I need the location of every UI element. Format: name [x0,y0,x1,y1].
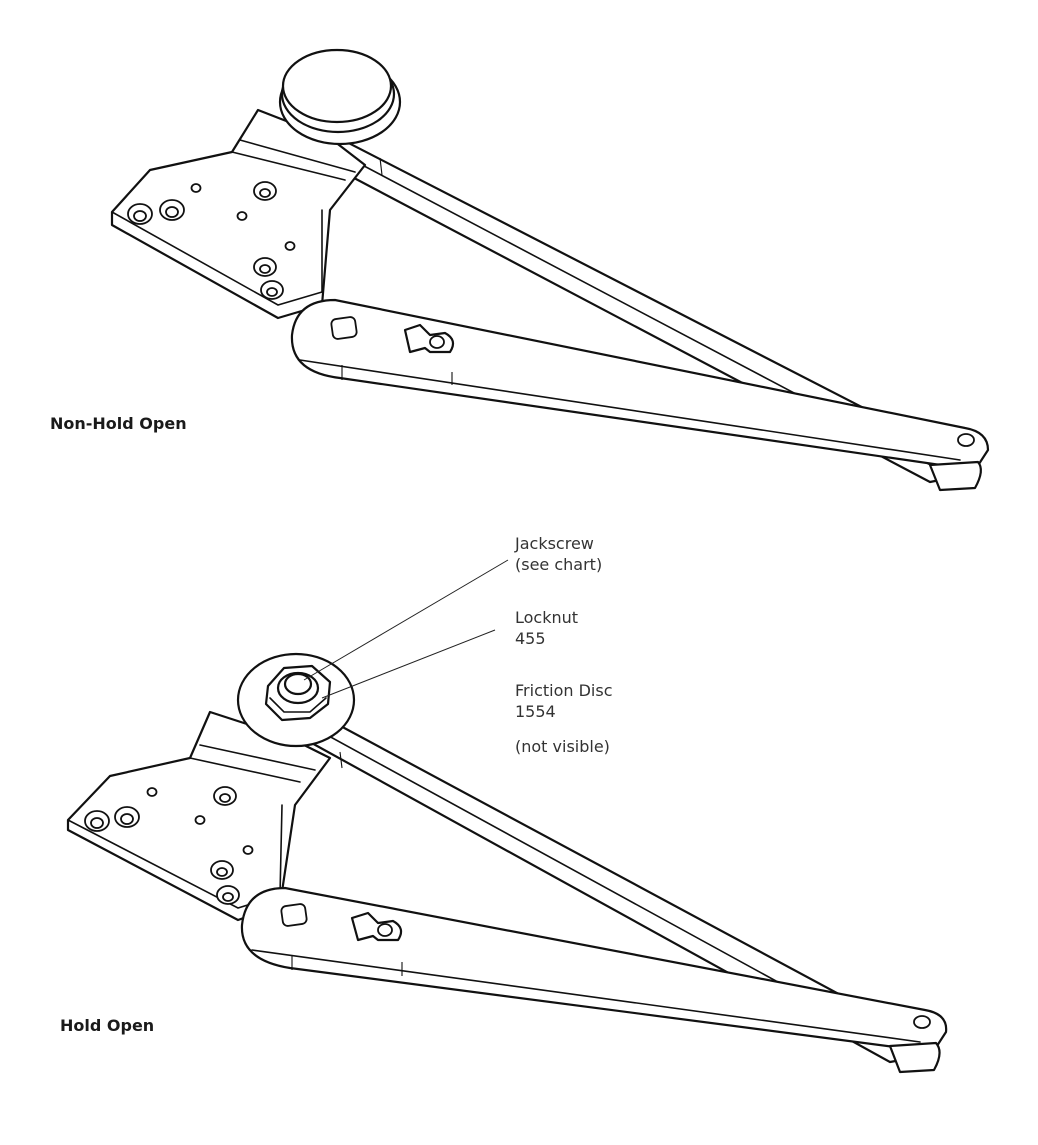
not-visible-note: (not visible) [515,736,610,757]
locknut-callout: Locknut 455 [515,607,578,649]
callout-leaders [303,559,509,699]
forearm [290,298,990,492]
forearm-hold-open [240,886,948,1074]
non-hold-open-assembly [110,48,990,492]
bracket-holes-hold-open [84,786,254,905]
hold-open-assembly [66,559,948,1074]
non-hold-open-caption: Non-Hold Open [50,414,187,433]
locknut-label: Locknut [515,608,579,627]
jackscrew-label: Jackscrew [515,534,594,553]
locknut-leader-line [321,629,496,699]
pivot-cap [278,48,402,146]
jackscrew-note: (see chart) [515,555,603,574]
jackscrew-callout: Jackscrew (see chart) [515,533,602,575]
forearm-socket-hold-open [280,903,403,942]
forearm-socket [330,316,455,354]
friction-disc-callout: Friction Disc 1554 [515,680,613,722]
bracket-holes [127,181,296,300]
jackscrew-leader-line [303,559,509,681]
not-visible-label: (not visible) [515,737,610,756]
locknut-part-number: 455 [515,629,546,648]
friction-disc-part-number: 1554 [515,702,556,721]
jackscrew [276,671,320,705]
hold-open-caption: Hold Open [60,1016,155,1035]
friction-disc-label: Friction Disc [515,681,613,700]
